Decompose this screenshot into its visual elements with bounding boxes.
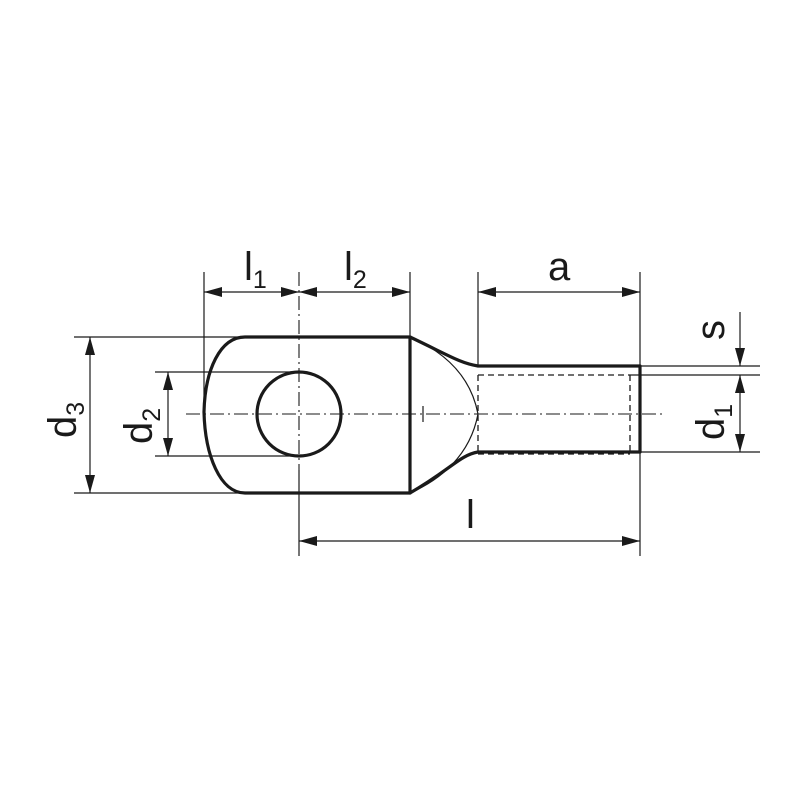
- transition-curve-bottom: [409, 413, 479, 494]
- transition-curve-top: [409, 336, 479, 415]
- dim-s-arrow-bottom: [735, 375, 745, 393]
- label-a: a: [548, 245, 571, 289]
- label-l2: l2: [344, 245, 367, 294]
- extension-lines: [74, 272, 760, 556]
- dim-a-arrow-left: [478, 287, 496, 297]
- dim-d2-arrow-top: [163, 372, 173, 390]
- dim-l2-arrow-right: [392, 287, 410, 297]
- label-s: s: [689, 320, 733, 340]
- dimension-lines: [85, 287, 745, 546]
- center-lines: [186, 272, 662, 470]
- label-d3: d3: [41, 402, 90, 438]
- dim-d1-arrow-bottom: [735, 434, 745, 452]
- dim-d3-arrow-bottom: [85, 475, 95, 493]
- dim-l-arrow-right: [622, 536, 640, 546]
- barrel-bore: [477, 374, 631, 455]
- dim-d2-arrow-bottom: [163, 438, 173, 456]
- dim-l1-arrow-left: [204, 287, 222, 297]
- dim-d3-arrow-top: [85, 337, 95, 355]
- lug-body: [202, 335, 642, 495]
- label-d1: d1: [689, 404, 738, 440]
- dim-s-arrow-top: [735, 348, 745, 366]
- label-d2: d2: [117, 408, 166, 444]
- dim-a-arrow-right: [622, 287, 640, 297]
- label-l: l: [466, 493, 475, 537]
- dim-l-arrow-left: [299, 536, 317, 546]
- dim-l2-arrow-left: [299, 287, 317, 297]
- dim-l1-arrow-right: [281, 287, 299, 297]
- label-l1: l1: [244, 245, 267, 294]
- dimension-labels: l1 l2 a l d3 d2 s d1: [41, 245, 738, 537]
- lug-outline: [202, 335, 642, 495]
